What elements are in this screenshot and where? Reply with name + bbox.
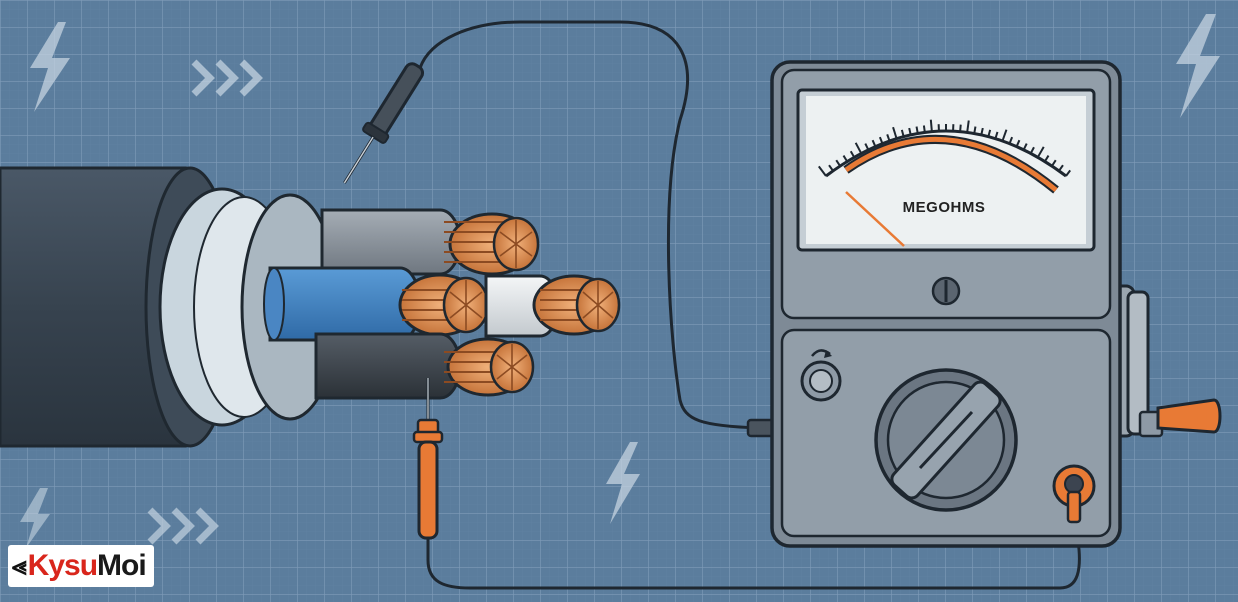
test-lead-wire-top (418, 20, 761, 430)
meter-scale-tick (1043, 155, 1050, 163)
meter-scale-label: MEGOHMS (903, 199, 986, 216)
meter-scale-tick (1015, 139, 1021, 147)
meter-scale-tick (1008, 136, 1014, 144)
lightning-bolt-icon (1176, 14, 1220, 118)
lightning-bolt-icon (606, 442, 640, 524)
lightning-bolt-icon (20, 488, 50, 548)
meter-scale-tick (864, 143, 870, 151)
meter-scale-tick (871, 139, 877, 147)
meter-scale-tick (892, 126, 898, 139)
cable-core-grey (320, 208, 540, 276)
meter-scale-tick (900, 129, 905, 137)
cable-core-white (484, 274, 621, 338)
meter-scale-tick (994, 131, 999, 139)
meter-scale-tick (842, 155, 849, 163)
meter-scale-tick (854, 142, 863, 154)
test-lead-wire-bottom (426, 499, 1081, 590)
meter-scale-tick (980, 127, 984, 136)
megohmmeter-device: MEGOHMS (746, 60, 1222, 548)
meter-scale-tick (835, 159, 841, 167)
brand-logo: ⪡ Kysu Moi (8, 545, 154, 587)
cable-core-blue (263, 266, 490, 342)
test-probe-bottom (412, 378, 444, 540)
meter-scale-tick (1022, 143, 1028, 151)
meter-scale-tick (973, 126, 977, 134)
meter-scale-tick (1029, 146, 1035, 154)
meter-scale-tick (878, 136, 884, 144)
test-push-button[interactable] (800, 349, 842, 402)
meter-scale-tick (987, 129, 992, 137)
meter-scale-tick (1065, 169, 1071, 177)
meter-scale-tick (1036, 146, 1045, 158)
chevron-arrows-icon (147, 507, 219, 545)
output-terminal-jack[interactable] (1052, 464, 1096, 524)
meter-scale-tick (1051, 159, 1057, 167)
chevron-arrows-icon (191, 59, 263, 97)
meter-needle (845, 191, 905, 247)
meter-scale-tick (817, 165, 827, 177)
meter-scale-tick (1058, 164, 1064, 172)
meter-scale-tick (849, 150, 856, 158)
brand-logo-part1: Kysu (27, 549, 98, 582)
meter-scale-tick (915, 126, 919, 134)
meter-scale-tick (929, 119, 933, 132)
meter-scale-tick (908, 127, 912, 136)
brand-logo-glyph: ⪡ (12, 550, 27, 580)
test-probe-top (343, 62, 425, 184)
lightning-bolt-icon (30, 22, 70, 112)
range-selector-knob[interactable] (874, 368, 1018, 512)
meter-scale-tick (966, 120, 970, 133)
meter-scale-tick (959, 124, 962, 132)
cable-core-black (314, 332, 535, 400)
analog-meter-display: MEGOHMS (796, 88, 1096, 252)
power-cable (0, 166, 621, 448)
meter-scale-tick (1001, 129, 1008, 142)
brand-logo-part2: Moi (97, 549, 147, 582)
meter-scale-tick (922, 125, 926, 133)
zero-adjust-screw[interactable] (931, 276, 961, 306)
meter-scale-tick (828, 164, 834, 172)
meter-scale-tick (886, 134, 891, 142)
